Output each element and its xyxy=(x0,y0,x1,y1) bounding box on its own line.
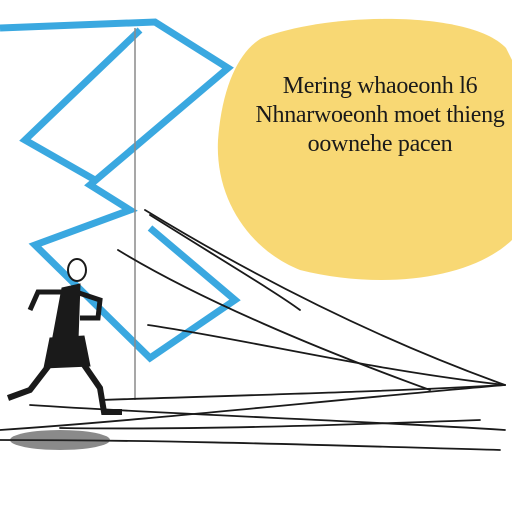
blue-zigzag-inner xyxy=(19,27,143,184)
runner-head xyxy=(67,258,87,282)
speech-line-2: Nhnarwoeonh moet thieng xyxy=(255,102,505,128)
speech-line-3: oownehe pacen xyxy=(307,131,453,157)
runner-shorts xyxy=(43,335,91,369)
runner-figure xyxy=(6,258,122,450)
speech-bubble xyxy=(217,18,512,280)
runner-arm-right xyxy=(75,289,103,321)
runner-leg-front xyxy=(79,360,122,415)
runner-leg-back xyxy=(6,362,53,401)
sketch-lines xyxy=(0,209,506,451)
runner-arm-left xyxy=(27,289,62,312)
blue-zigzag-shape xyxy=(0,18,241,363)
runner-shadow xyxy=(10,430,110,450)
speech-line-1: Mering whaoeonh l6 xyxy=(282,73,478,99)
speech-bubble-text: Mering whaoeonh l6 Nhnarwoeonh moet thie… xyxy=(255,72,505,159)
